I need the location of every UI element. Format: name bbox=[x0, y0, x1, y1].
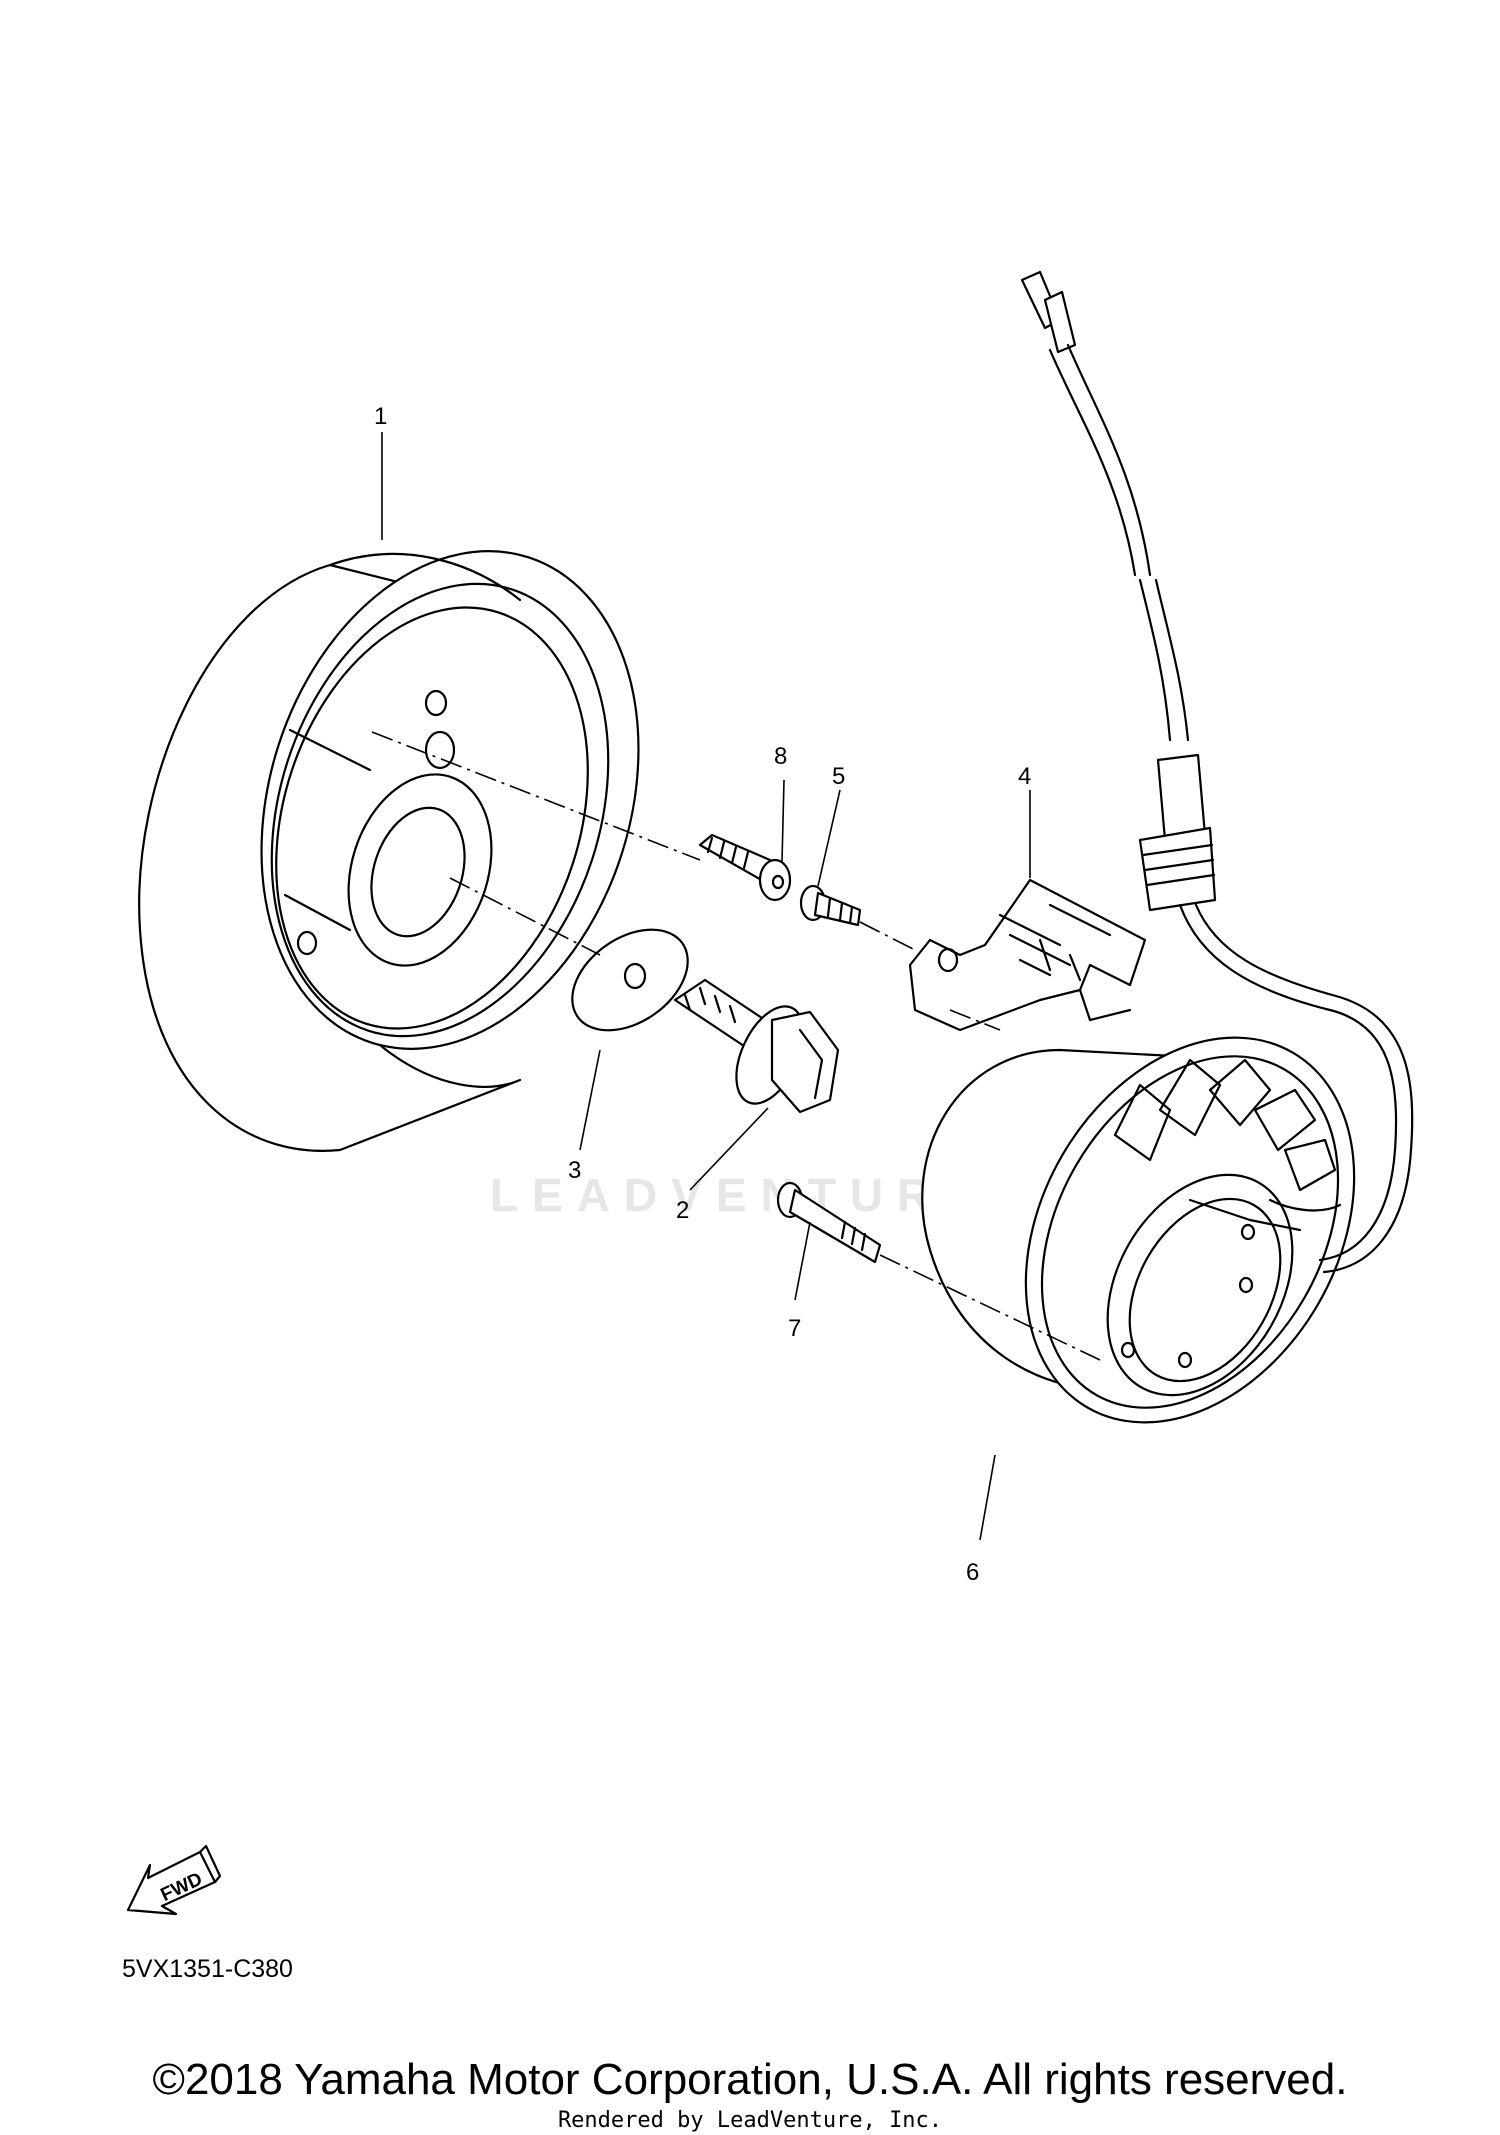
callout-2: 2 bbox=[676, 1197, 689, 1224]
washer[interactable] bbox=[553, 909, 706, 1051]
callout-4: 4 bbox=[1018, 763, 1031, 790]
stator-assembly[interactable] bbox=[921, 978, 1420, 1481]
callout-3: 3 bbox=[568, 1157, 581, 1184]
callout-labels: 1 2 3 4 5 6 7 8 bbox=[374, 403, 1031, 1586]
rendered-by-notice: Rendered by LeadVenture, Inc. bbox=[557, 2108, 943, 2133]
callout-1: 1 bbox=[374, 403, 387, 430]
bolt-8[interactable] bbox=[698, 833, 792, 902]
wire-harness[interactable] bbox=[1020, 270, 1414, 1274]
fwd-arrow-icon: FWD bbox=[126, 1844, 222, 1916]
bracket[interactable] bbox=[908, 878, 1147, 1032]
callout-6: 6 bbox=[966, 1559, 979, 1586]
callout-7: 7 bbox=[788, 1315, 801, 1342]
leadventure-watermark: LEADVENTURE bbox=[490, 1169, 990, 1221]
screw-7[interactable] bbox=[776, 1181, 882, 1264]
callout-8: 8 bbox=[774, 743, 787, 770]
leader-lines bbox=[381, 432, 1031, 1541]
copyright-notice: ©2018 Yamaha Motor Corporation, U.S.A. A… bbox=[152, 2055, 1348, 2104]
flange-bolt[interactable] bbox=[673, 978, 840, 1114]
rotor-flywheel[interactable] bbox=[138, 502, 700, 1152]
screw-5[interactable] bbox=[799, 884, 862, 927]
diagram-part-code: 5VX1351-C380 bbox=[122, 1955, 293, 1983]
callout-5: 5 bbox=[832, 763, 845, 790]
alignment-lines bbox=[371, 731, 1101, 1361]
